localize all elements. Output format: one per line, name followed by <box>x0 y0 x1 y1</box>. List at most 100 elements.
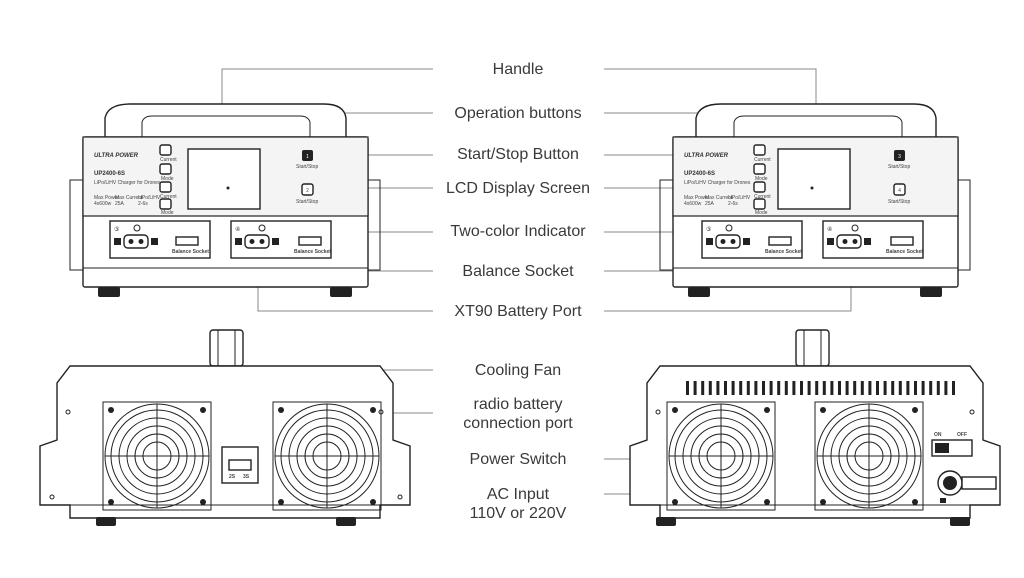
operation-button-1-label-right: Current <box>754 157 771 163</box>
mode-button-2-left[interactable] <box>159 198 172 210</box>
switch-off-label: OFF <box>957 432 967 438</box>
current-button-left[interactable] <box>159 181 172 193</box>
foot-left-a <box>98 287 120 297</box>
leader-handle-left <box>221 68 433 104</box>
vent-slot <box>815 381 819 395</box>
lcd-screen-left <box>187 148 261 210</box>
foot-left-b <box>330 287 352 297</box>
vent-slot <box>800 381 803 395</box>
vent-slot <box>891 381 895 395</box>
xt90-plus-3-left <box>114 238 121 245</box>
vent-slot <box>701 381 705 395</box>
start-stop-label-4: Start/Stop <box>888 199 910 205</box>
callout-operation-buttons: Operation buttons <box>454 105 581 122</box>
callout-radio-line2: connection port <box>463 415 573 432</box>
current-button-label-right: Current <box>754 194 771 200</box>
cooling-fan-left-1 <box>102 401 212 511</box>
balance-socket-3-right <box>768 236 792 246</box>
mode-button-2-right[interactable] <box>753 198 766 210</box>
vent-slot <box>914 381 917 395</box>
vent-slot <box>769 381 773 395</box>
foot-right-b <box>920 287 942 297</box>
mode-button-right[interactable] <box>753 163 766 175</box>
vent-slot <box>746 381 750 395</box>
vent-slot <box>777 381 781 395</box>
start-stop-button-2[interactable] <box>301 183 314 196</box>
spec-power-label-left: Max Power <box>94 195 119 201</box>
indicator-4-left <box>258 224 266 232</box>
vent-slot <box>731 381 735 395</box>
start-stop-button-1-number: 1 <box>306 154 309 160</box>
brand-logo-right: ULTRA POWER <box>684 153 729 159</box>
vent-slot <box>754 381 758 395</box>
start-stop-button-4-number: 4 <box>898 188 901 194</box>
mode-button-left[interactable] <box>159 163 172 175</box>
side-bracket-right-a <box>659 179 674 271</box>
switch-on-label: ON <box>934 432 942 438</box>
current-button-right[interactable] <box>753 181 766 193</box>
port-3-number-right: ③ <box>706 226 711 233</box>
start-stop-button-3[interactable] <box>894 150 905 161</box>
operation-button-1-left[interactable] <box>159 144 172 156</box>
front-view-left: ULTRA POWER UP2400-6S LiPo/LiHV Charger … <box>69 103 381 297</box>
vent-slot <box>762 381 765 395</box>
vent-slot <box>921 381 925 395</box>
front-view-right: ULTRA POWER UP2400-6S LiPo/LiHV Charger … <box>659 103 971 297</box>
indicator-4-right <box>851 224 859 232</box>
start-stop-button-1[interactable] <box>302 150 313 161</box>
vent-slots <box>686 381 955 395</box>
mode-button-label-left: Mode <box>161 176 174 182</box>
start-stop-label-3: Start/Stop <box>888 164 910 170</box>
spec-current-value-right: 25A <box>705 201 715 207</box>
model-right: UP2400-6S <box>684 171 715 177</box>
vent-slot <box>906 381 910 395</box>
start-stop-label-1: Start/Stop <box>296 164 318 170</box>
xt90-port-4-right <box>836 234 862 249</box>
callout-ac-line2: 110V or 220V <box>470 505 567 522</box>
handle-top-rear-right <box>795 329 830 367</box>
callout-lcd: LCD Display Screen <box>446 180 590 197</box>
port-3-number-left: ③ <box>114 226 119 233</box>
balance-socket-4-left <box>298 236 322 246</box>
lcd-screen-right <box>777 148 851 210</box>
balance-socket-4-right <box>890 236 914 246</box>
vent-slot <box>724 381 727 395</box>
callout-handle: Handle <box>493 61 544 78</box>
operation-button-1-right[interactable] <box>753 144 766 156</box>
callout-ac-line1: AC Input <box>487 486 550 503</box>
rear-foot-right-a <box>656 517 676 526</box>
rear-foot-right-b <box>950 517 970 526</box>
handle-inner-right <box>733 115 903 138</box>
vent-slot <box>952 381 955 395</box>
vent-slot <box>838 381 841 395</box>
rear-view-right: ON OFF <box>629 329 1001 526</box>
vent-slot <box>944 381 948 395</box>
cooling-fan-right-2 <box>814 401 924 511</box>
indicator-3-left <box>133 224 141 232</box>
xt90-port-3-right <box>715 234 741 249</box>
vent-slot <box>807 381 811 395</box>
callout-radio-line1: radio battery <box>474 396 563 413</box>
vent-slot <box>876 381 879 395</box>
side-bracket-left-b <box>367 179 381 271</box>
callout-xt90: XT90 Battery Port <box>454 303 582 320</box>
vent-slot <box>898 381 902 395</box>
mode-button-2-label-right: Mode <box>755 210 768 216</box>
mode-button-label-right: Mode <box>755 176 768 182</box>
callout-power-switch: Power Switch <box>470 451 567 468</box>
callout-fan: Cooling Fan <box>475 362 561 379</box>
callout-balance: Balance Socket <box>462 263 574 280</box>
mode-button-2-label-left: Mode <box>161 210 174 216</box>
vent-slot <box>860 381 864 395</box>
rear-case-left <box>39 365 411 519</box>
balance-label-3-left: Balance Socket <box>172 249 209 255</box>
vent-slot <box>845 381 849 395</box>
spec-cells-label-right: LiPo/LiHV <box>728 195 751 201</box>
callout-indicator: Two-color Indicator <box>450 223 586 240</box>
spec-power-value-left: 4x600w <box>94 201 112 207</box>
start-stop-button-4[interactable] <box>893 183 906 196</box>
spec-power-label-right: Max Power <box>684 195 709 201</box>
vent-slot <box>792 381 796 395</box>
start-stop-button-2-number: 2 <box>306 188 309 194</box>
